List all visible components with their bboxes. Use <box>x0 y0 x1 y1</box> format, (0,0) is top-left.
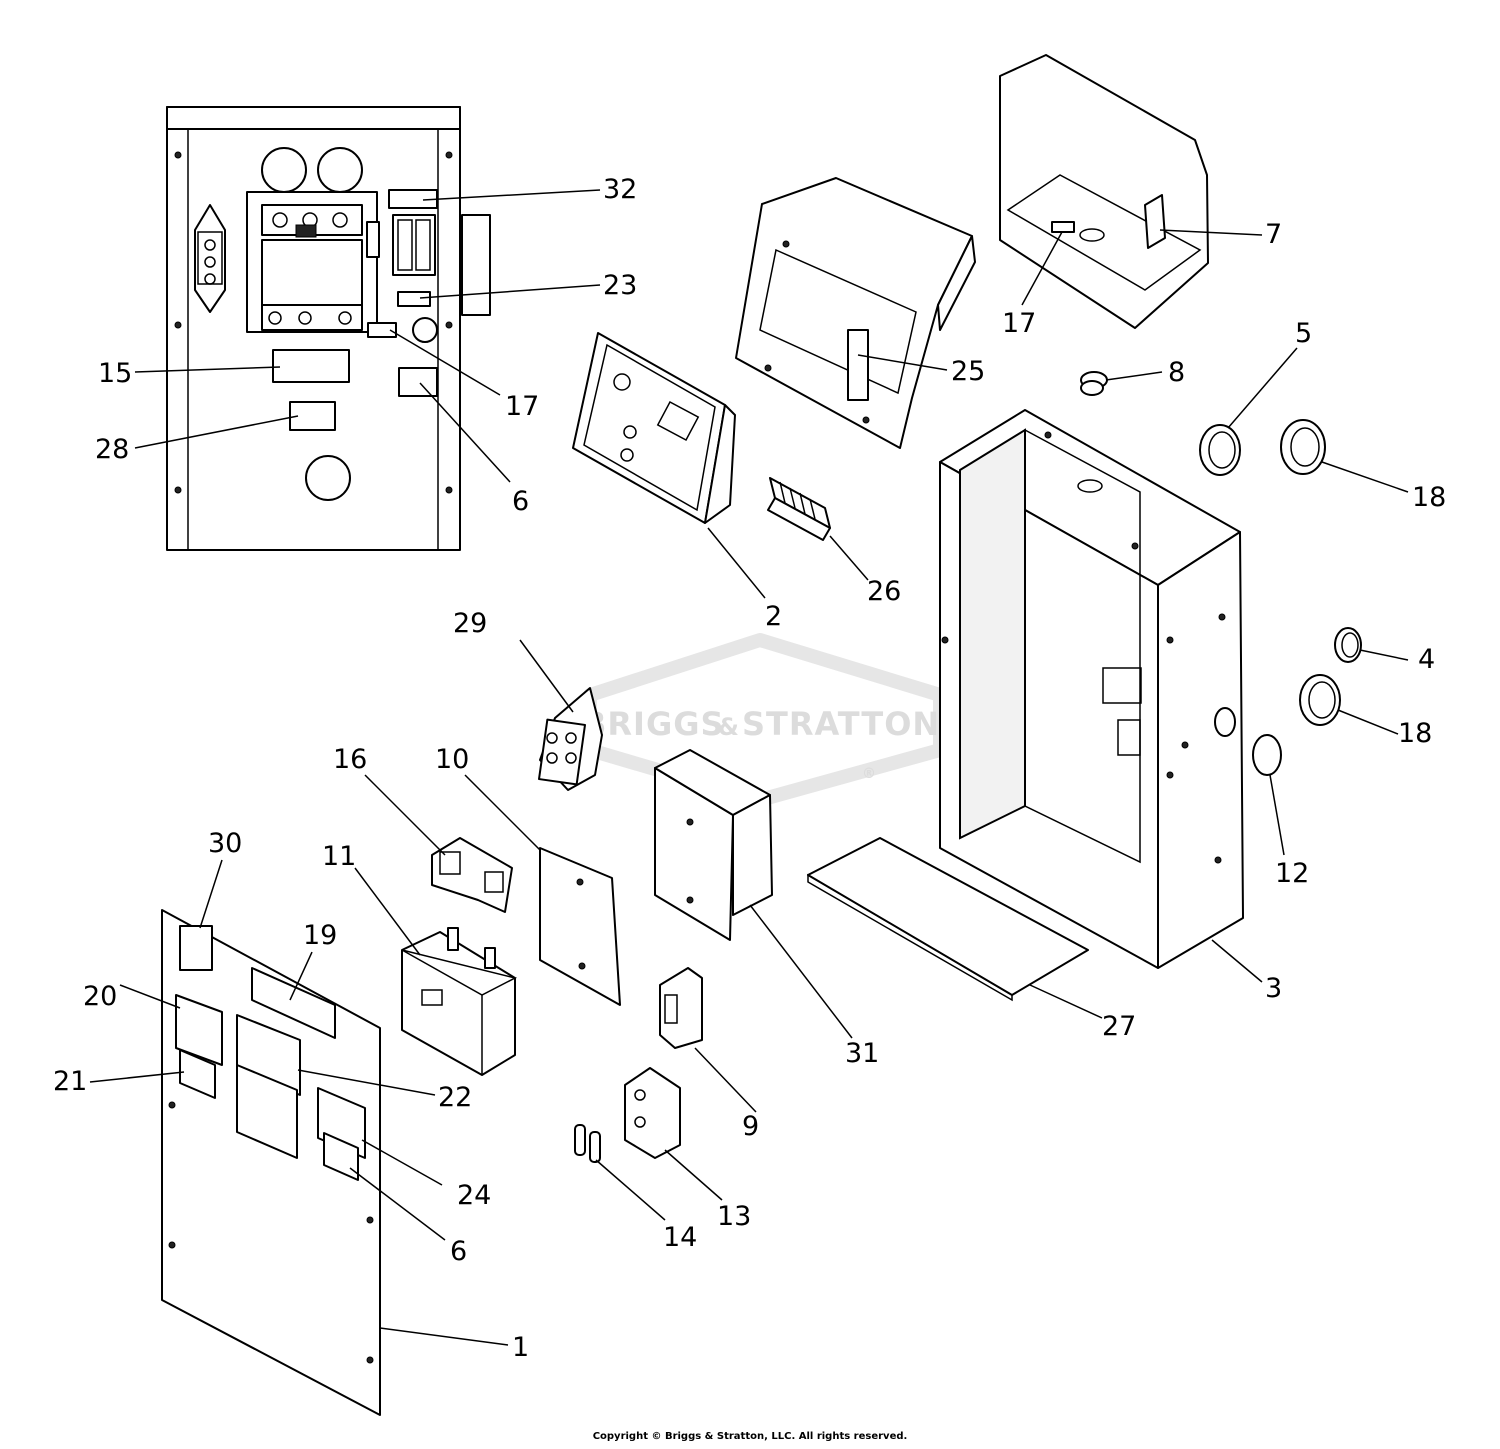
callout-12: 12 <box>1275 858 1309 889</box>
callout-6-top: 6 <box>512 486 529 517</box>
callout-9: 9 <box>742 1111 759 1142</box>
callout-3: 3 <box>1265 973 1282 1004</box>
enclosure <box>939 409 1244 969</box>
callout-32: 32 <box>603 174 637 205</box>
callout-26: 26 <box>867 576 901 607</box>
bottom-plate <box>807 837 1089 1002</box>
callout-17-left: 17 <box>505 391 539 422</box>
callout-10: 10 <box>435 744 469 775</box>
neutral-block <box>538 687 603 791</box>
callout-21: 21 <box>53 1066 87 1097</box>
callout-1: 1 <box>512 1332 529 1363</box>
callout-18-lower: 18 <box>1398 718 1432 749</box>
watermark-brand-right: STRATTON <box>742 705 940 743</box>
watermark-brand-left: BRIGGS <box>582 705 725 743</box>
callout-8: 8 <box>1168 357 1185 388</box>
label-30 <box>179 925 213 971</box>
callout-28: 28 <box>95 434 129 465</box>
mounting-bracket <box>654 749 773 941</box>
bracket <box>735 177 976 449</box>
control-board <box>572 332 736 524</box>
callout-16: 16 <box>333 744 367 775</box>
callout-18-upper: 18 <box>1412 482 1446 513</box>
insulator-sheet <box>539 847 621 1006</box>
label-17a <box>367 322 397 338</box>
callout-25: 25 <box>951 356 985 387</box>
callout-11: 11 <box>322 841 356 872</box>
main-panel-assembly <box>166 106 491 551</box>
callout-14: 14 <box>663 1222 697 1253</box>
callout-5: 5 <box>1295 318 1312 349</box>
callout-2: 2 <box>765 601 782 632</box>
fuse-holder <box>659 967 703 1049</box>
callout-24: 24 <box>457 1180 491 1211</box>
label-6a <box>398 367 438 397</box>
label-23 <box>397 291 431 307</box>
label-19 <box>251 967 336 1039</box>
transformer <box>401 927 518 1076</box>
callout-numbers: 32 23 17 15 28 6 2 26 25 17 7 8 5 18 4 1… <box>53 174 1446 1363</box>
copyright-notice: Copyright © Briggs & Stratton, LLC. All … <box>592 1431 908 1442</box>
callout-31: 31 <box>845 1038 879 1069</box>
callout-15: 15 <box>98 358 132 389</box>
ring-4 <box>1334 627 1362 663</box>
callout-23: 23 <box>603 270 637 301</box>
brand-watermark: BRIGGS & STRATTON ® <box>582 633 947 807</box>
leader-lines <box>89 189 1409 1346</box>
watermark-registered-mark: ® <box>862 766 877 782</box>
callout-4: 4 <box>1418 644 1435 675</box>
callout-6-bottom: 6 <box>450 1236 467 1267</box>
callout-30: 30 <box>208 828 242 859</box>
callout-7: 7 <box>1265 219 1282 250</box>
callout-20: 20 <box>83 981 117 1012</box>
label-20 <box>175 994 223 1066</box>
callout-19: 19 <box>303 920 337 951</box>
fuses <box>574 1124 601 1163</box>
cover-panel <box>161 909 381 1416</box>
watermark-brand-amp: & <box>718 713 740 741</box>
ring-18-upper <box>1280 419 1326 475</box>
label-22 <box>236 1014 301 1096</box>
callout-17-right: 17 <box>1002 308 1036 339</box>
plug-12 <box>1252 734 1282 776</box>
top-cover <box>999 54 1209 329</box>
label-15 <box>272 349 350 383</box>
ring-18-lower <box>1299 674 1341 726</box>
terminal-connector <box>767 477 831 541</box>
relay <box>431 837 513 913</box>
plug <box>1080 371 1108 396</box>
label-panel-blank <box>236 1064 298 1159</box>
callout-29: 29 <box>453 608 487 639</box>
fuse-block <box>624 1067 681 1159</box>
ring-5 <box>1199 424 1241 476</box>
callout-22: 22 <box>438 1082 472 1113</box>
callout-13: 13 <box>717 1201 751 1232</box>
label-6b <box>323 1132 359 1181</box>
callout-27: 27 <box>1102 1011 1136 1042</box>
